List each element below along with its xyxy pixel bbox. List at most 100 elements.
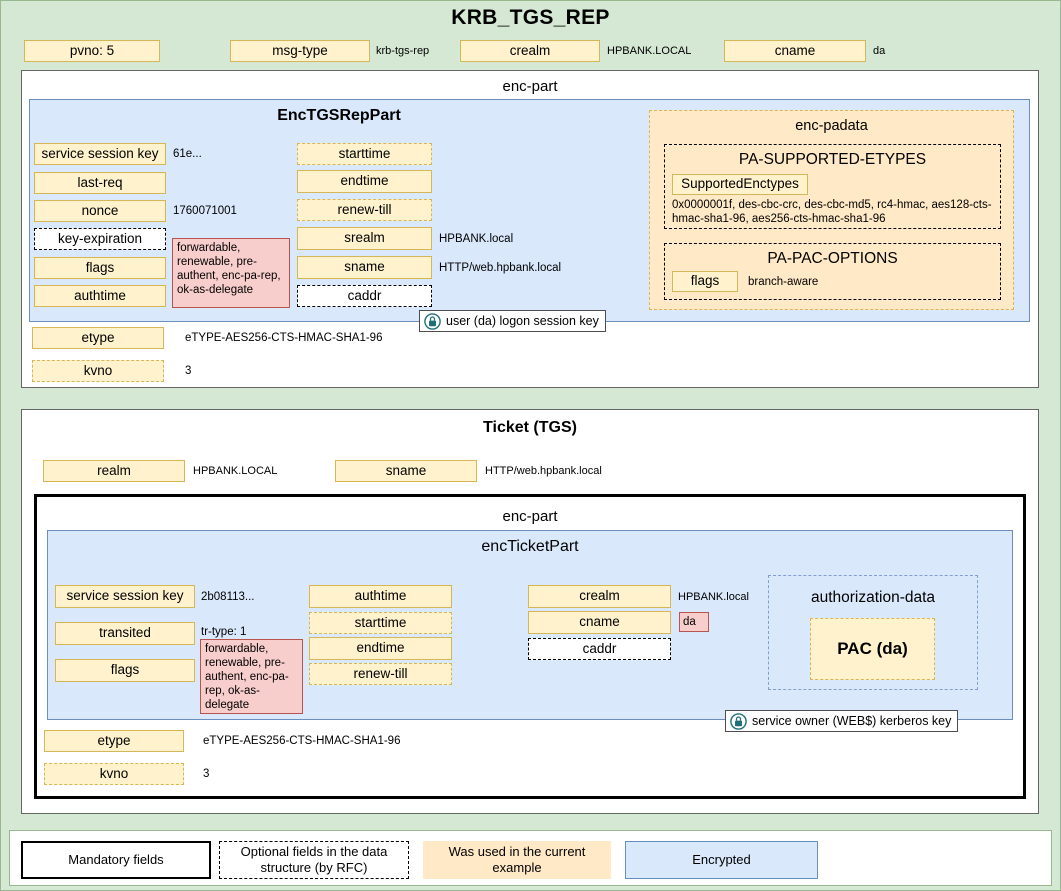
field-pac-options-flags-label: flags — [691, 274, 720, 288]
key-callout-user-logon-session: user (da) logon session key — [419, 310, 606, 332]
field-service-session-key[interactable]: service session key — [34, 143, 166, 165]
field-caddr-label: caddr — [348, 289, 382, 303]
field-service-session-key-value: 61e... — [173, 143, 202, 165]
authorization-data-title: authorization-data — [768, 589, 978, 607]
field-kvno-tgsrep-value: 3 — [185, 360, 191, 382]
legend-mandatory: Mandatory fields — [21, 841, 211, 879]
field-ticket-service-session-key-label: service session key — [66, 589, 183, 603]
pa-pac-options-title: PA-PAC-OPTIONS — [664, 250, 1001, 268]
field-ticket-etype[interactable]: etype — [44, 730, 184, 752]
field-cname-label: cname — [775, 44, 816, 58]
field-ticket-caddr-label: caddr — [583, 642, 617, 656]
field-ticket-kvno-value: 3 — [203, 763, 209, 785]
field-ticket-transited[interactable]: transited — [55, 622, 195, 645]
field-key-expiration[interactable]: key-expiration — [34, 228, 166, 250]
field-ticket-cname-value: da — [679, 612, 709, 632]
field-supported-enctypes[interactable]: SupportedEnctypes — [672, 174, 808, 195]
field-ticket-etype-label: etype — [97, 734, 130, 748]
field-etype-tgsrep[interactable]: etype — [32, 327, 164, 349]
field-ticket-transited-label: transited — [99, 626, 151, 640]
field-etype-tgsrep-value: eTYPE-AES256-CTS-HMAC-SHA1-96 — [185, 327, 382, 349]
pac-box[interactable]: PAC (da) — [810, 618, 935, 680]
field-ticket-crealm-value: HPBANK.local — [678, 585, 749, 608]
field-ticket-kvno-label: kvno — [100, 767, 129, 781]
field-kvno-tgsrep[interactable]: kvno — [32, 360, 164, 382]
field-ticket-renew-till[interactable]: renew-till — [309, 663, 452, 685]
field-ticket-sname[interactable]: sname — [335, 460, 477, 482]
field-ticket-service-session-key[interactable]: service session key — [55, 585, 195, 608]
field-ticket-authtime[interactable]: authtime — [309, 585, 452, 608]
field-ticket-renew-till-label: renew-till — [353, 667, 407, 681]
field-supported-enctypes-label: SupportedEnctypes — [681, 177, 799, 191]
field-ticket-starttime-label: starttime — [355, 616, 407, 630]
field-caddr[interactable]: caddr — [297, 285, 432, 307]
field-renew-till[interactable]: renew-till — [297, 199, 432, 221]
field-ticket-kvno[interactable]: kvno — [44, 763, 184, 785]
field-crealm-label: crealm — [510, 44, 551, 58]
field-ticket-flags-label: flags — [111, 663, 140, 677]
field-cname[interactable]: cname — [724, 40, 866, 62]
pa-supported-etypes-title: PA-SUPPORTED-ETYPES — [664, 151, 1001, 169]
key-callout-service-owner-label: service owner (WEB$) kerberos key — [752, 714, 951, 728]
field-ticket-service-session-key-value: 2b08113... — [201, 585, 255, 608]
field-msg-type[interactable]: msg-type — [230, 40, 370, 62]
field-ticket-crealm-label: crealm — [579, 589, 620, 603]
field-ticket-crealm[interactable]: crealm — [528, 585, 671, 608]
field-crealm[interactable]: crealm — [460, 40, 600, 62]
field-sname[interactable]: sname — [297, 256, 432, 279]
enc-part-title: enc-part — [21, 78, 1039, 95]
field-ticket-realm-label: realm — [97, 464, 131, 478]
key-callout-user-logon-session-label: user (da) logon session key — [446, 314, 599, 328]
flags-note-encticketpart: forwardable, renewable, pre-authent, enc… — [200, 639, 303, 714]
field-ticket-realm[interactable]: realm — [43, 460, 185, 482]
field-nonce-value: 1760071001 — [173, 200, 237, 222]
field-ticket-cname-label: cname — [579, 615, 620, 629]
field-srealm[interactable]: srealm — [297, 227, 432, 250]
field-ticket-authtime-label: authtime — [355, 589, 407, 603]
field-cname-value: da — [873, 40, 885, 62]
ticket-enc-part-title: enc-part — [34, 508, 1026, 525]
field-ticket-cname[interactable]: cname — [528, 611, 671, 634]
field-endtime-label: endtime — [340, 174, 388, 188]
field-endtime[interactable]: endtime — [297, 170, 432, 193]
field-sname-value: HTTP/web.hpbank.local — [439, 256, 561, 279]
field-ticket-endtime-label: endtime — [356, 641, 404, 655]
pa-supported-etypes-value: 0x0000001f, des-cbc-crc, des-cbc-md5, rc… — [672, 198, 994, 227]
field-ticket-realm-value: HPBANK.LOCAL — [193, 460, 277, 482]
field-starttime-label: starttime — [339, 147, 391, 161]
encticketpart-title: encTicketPart — [47, 538, 1013, 556]
page-title: KRB_TGS_REP — [0, 6, 1061, 30]
enc-padata-title: enc-padata — [649, 118, 1014, 134]
field-starttime[interactable]: starttime — [297, 143, 432, 165]
legend-optional-label: Optional fields in the data structure (b… — [224, 844, 404, 877]
ticket-title: Ticket (TGS) — [21, 419, 1039, 437]
lock-icon — [424, 313, 441, 330]
field-srealm-value: HPBANK.local — [439, 227, 513, 250]
field-last-req[interactable]: last-req — [34, 172, 166, 194]
field-service-session-key-label: service session key — [41, 147, 158, 161]
field-ticket-sname-value: HTTP/web.hpbank.local — [485, 460, 602, 482]
field-ticket-endtime[interactable]: endtime — [309, 637, 452, 660]
field-nonce-label: nonce — [82, 204, 119, 218]
field-authtime-label: authtime — [74, 289, 126, 303]
field-ticket-starttime[interactable]: starttime — [309, 612, 452, 634]
legend-mandatory-label: Mandatory fields — [68, 852, 163, 868]
field-authtime[interactable]: authtime — [34, 285, 166, 307]
field-msg-type-value: krb-tgs-rep — [376, 40, 429, 62]
legend-encrypted: Encrypted — [625, 841, 818, 879]
enctgsreppart-title: EncTGSRepPart — [29, 107, 649, 125]
pac-label: PAC (da) — [837, 639, 908, 659]
field-pvno[interactable]: pvno: 5 — [24, 40, 160, 62]
flags-note-enctgsreppart: forwardable, renewable, pre-authent, enc… — [172, 238, 290, 308]
field-pvno-label: pvno: 5 — [70, 44, 114, 58]
field-pac-options-flags[interactable]: flags — [672, 271, 738, 292]
field-ticket-flags[interactable]: flags — [55, 659, 195, 682]
legend-encrypted-label: Encrypted — [692, 852, 751, 868]
field-sname-label: sname — [344, 260, 385, 274]
field-nonce[interactable]: nonce — [34, 200, 166, 222]
field-ticket-etype-value: eTYPE-AES256-CTS-HMAC-SHA1-96 — [203, 730, 400, 752]
legend-used-label: Was used in the current example — [427, 844, 607, 877]
field-flags[interactable]: flags — [34, 257, 166, 279]
field-key-expiration-label: key-expiration — [58, 232, 142, 246]
field-ticket-caddr[interactable]: caddr — [528, 638, 671, 660]
